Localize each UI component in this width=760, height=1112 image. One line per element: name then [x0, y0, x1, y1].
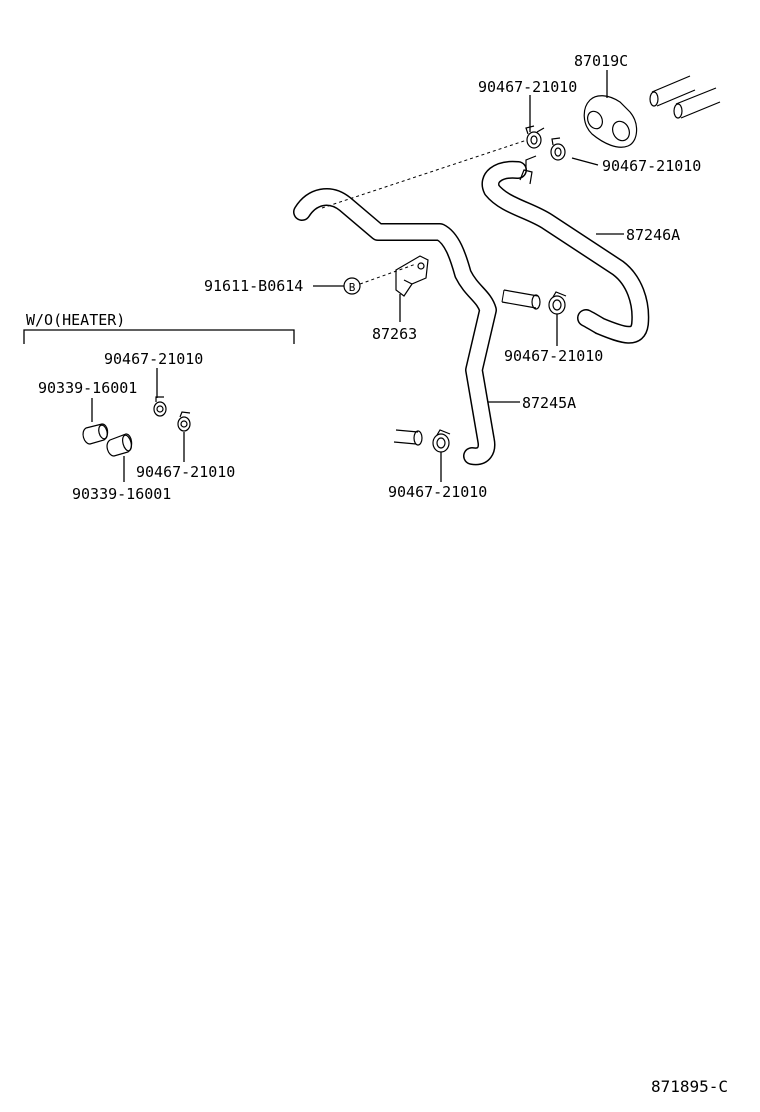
label-87246a: 87246A	[626, 226, 680, 244]
section-bracket	[23, 329, 295, 344]
bolt-91611[interactable]: B	[343, 277, 361, 295]
label-90339-bottom: 90339-16001	[72, 485, 171, 503]
plug-90339-bottom[interactable]	[106, 433, 133, 457]
dashed-guide-bolt	[359, 263, 417, 285]
hose-87245a[interactable]	[293, 188, 497, 466]
section-title-wo-heater: W/O(HEATER)	[26, 311, 125, 329]
label-90339-top: 90339-16001	[38, 379, 137, 397]
label-90467-wo-bottom: 90467-21010	[136, 463, 235, 481]
pipe-stub-bottom	[393, 429, 423, 446]
label-87263: 87263	[372, 325, 417, 343]
clamp-middle[interactable]	[548, 291, 567, 315]
heater-pipe-upper	[649, 75, 696, 107]
heater-pipe-lower	[673, 87, 721, 119]
clamp-top-left[interactable]	[525, 125, 545, 149]
hose-87246a[interactable]	[481, 160, 650, 344]
bolt-b-marker: B	[349, 281, 356, 294]
label-87019c: 87019C	[574, 52, 628, 70]
diagram-code: 871895-C	[651, 1077, 728, 1096]
plug-90339-top[interactable]	[82, 423, 109, 445]
clamp-wo-bottom[interactable]	[177, 411, 191, 432]
pipe-stub-middle	[501, 289, 541, 310]
leader-90467-right	[571, 157, 599, 166]
grommet-87019c[interactable]	[583, 95, 638, 148]
clamp-top-right[interactable]	[550, 137, 566, 161]
label-90467-wo-top: 90467-21010	[104, 350, 203, 368]
label-87245a: 87245A	[522, 394, 576, 412]
clamp-wo-top[interactable]	[153, 396, 167, 417]
bracket-87263[interactable]	[395, 255, 429, 297]
label-91611: 91611-B0614	[204, 277, 303, 295]
clamp-bottom[interactable]	[432, 429, 451, 453]
label-90467-right: 90467-21010	[602, 157, 701, 175]
label-90467-top: 90467-21010	[478, 78, 577, 96]
label-90467-mid: 90467-21010	[504, 347, 603, 365]
label-90467-bottom: 90467-21010	[388, 483, 487, 501]
hose-clip-87246a	[519, 155, 537, 185]
